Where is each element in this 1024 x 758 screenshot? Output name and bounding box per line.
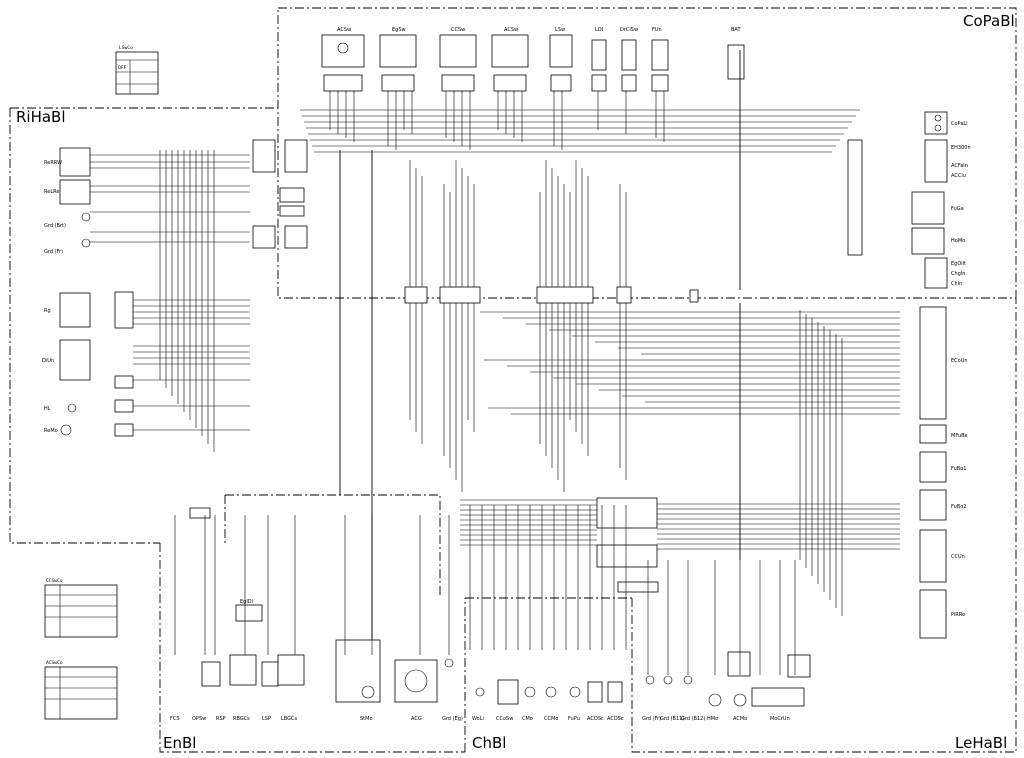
label-drclsw: DrClSw xyxy=(620,27,638,33)
label-ccmo: CCMo xyxy=(544,716,558,722)
label-hl: HL xyxy=(44,406,51,412)
label-ccsw: CCSw xyxy=(451,27,465,33)
label-mfube: MFuBe xyxy=(951,433,968,439)
wire-harness xyxy=(90,50,900,675)
label-acsw: ACSw xyxy=(337,27,351,33)
region-boundaries xyxy=(9,7,1017,753)
region-label-lehabl: LeHaBl xyxy=(955,734,1008,752)
label-lsw: LSw xyxy=(555,27,565,33)
label-chin: ChIn xyxy=(951,281,962,287)
label-ccswco: CCSwCo xyxy=(46,578,63,584)
label-egoilt: EgOilt xyxy=(951,261,966,267)
label-homo: HoMo xyxy=(951,238,965,244)
label-acg: ACG xyxy=(411,716,422,722)
region-label-chbl: ChBl xyxy=(472,734,507,752)
top-components xyxy=(321,34,745,92)
label-fubo2: FuBo2 xyxy=(951,504,966,510)
label-acsw2: ACSw xyxy=(504,27,518,33)
label-fupu: FuPu xyxy=(568,716,580,722)
component-labels: ACSw EgSw CCSw ACSw LSw LDI DrClSw FUn B… xyxy=(42,27,971,722)
label-fcs: FCS xyxy=(170,716,180,722)
label-grd-b11: Grd (B11) xyxy=(660,716,684,722)
label-ecoun: ECoUn xyxy=(951,358,968,364)
label-pirre: PiRRe xyxy=(951,612,965,618)
label-grd-fr: Grd (Fr) xyxy=(44,249,63,255)
label-grd-eg: Grd (Eg) xyxy=(442,716,463,722)
region-label-copabl: CoPaBl xyxy=(963,12,1015,30)
label-diun: DiUn xyxy=(42,358,54,364)
label-acdsc: ACDSc xyxy=(607,716,624,722)
region-label-enbl: EnBl xyxy=(163,734,197,752)
label-rerrw: ReRRW xyxy=(44,160,62,166)
label-egidi: EgIDi xyxy=(240,599,253,605)
label-relre: ReLRe xyxy=(44,189,59,195)
label-chgin: ChgIn xyxy=(951,271,965,277)
right-components xyxy=(847,111,948,639)
label-ldi: LDI xyxy=(595,27,603,33)
label-fuga: FuGa xyxy=(951,206,964,212)
label-hmo: HMo xyxy=(707,716,718,722)
label-acclu: ACClu xyxy=(951,173,966,179)
label-lsp: LSP xyxy=(262,716,271,722)
label-rg: Rg xyxy=(44,308,51,314)
label-bat: BAT xyxy=(731,27,741,33)
label-woli: WoLi xyxy=(472,716,484,722)
label-copali: CoPaLi xyxy=(951,121,968,127)
label-rsp: RSP xyxy=(216,716,226,722)
label-opsw: OPSw xyxy=(192,716,206,722)
label-egsw: EgSw xyxy=(392,27,406,33)
label-off: OFF xyxy=(118,65,127,71)
label-acosc: ACOSc xyxy=(587,716,604,722)
label-stmo: StMo xyxy=(360,716,373,722)
label-fun: FUn xyxy=(652,27,662,33)
label-fubo1: FuBo1 xyxy=(951,466,966,472)
label-remo: ReMo xyxy=(44,428,58,434)
label-ccun: CCUn xyxy=(951,554,965,560)
switch-tables xyxy=(44,51,159,720)
bottom-components xyxy=(201,604,811,707)
label-grd-rh: Grd (Brt) xyxy=(44,223,66,229)
label-lswco: LSwCo xyxy=(119,45,133,51)
label-ccosw: CCoSw xyxy=(496,716,513,722)
label-acfaln: ACFaln xyxy=(951,163,968,169)
label-lbgcs: LBGCs xyxy=(281,716,297,722)
label-cmo: CMo xyxy=(522,716,533,722)
label-acswco: ACSwCo xyxy=(46,660,63,666)
label-mocrun: MoCrUn xyxy=(770,716,790,722)
left-components xyxy=(59,139,308,437)
label-grd-fr2: Grd (Fr) xyxy=(642,716,661,722)
label-acmo: ACMo xyxy=(733,716,747,722)
region-label-rihabl: RiHaBl xyxy=(16,108,66,126)
label-eh300n: EH300n xyxy=(951,145,971,151)
label-grd-b12: Grd (B12) xyxy=(681,716,705,722)
label-rbgcs: RBGCs xyxy=(233,716,250,722)
